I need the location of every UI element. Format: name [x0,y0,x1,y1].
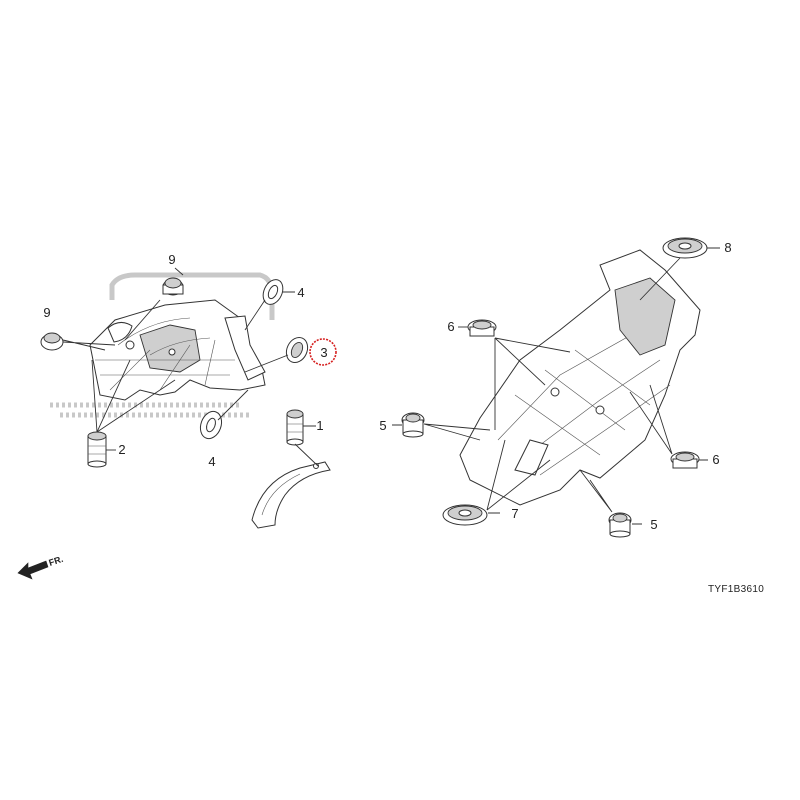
under-cover-hole [595,405,605,415]
callout-7[interactable]: 7 [511,506,518,521]
leader-9b [62,339,116,351]
part-6-grommet-lower [670,451,700,469]
under-cover-raised-section [614,277,676,356]
callout-6-lower[interactable]: 6 [712,452,719,467]
front-fender [251,461,331,529]
part-1-plug [286,409,304,446]
front-body-frame-assembly [40,267,331,529]
front-label: FR. [48,554,65,568]
leader-5b [579,469,642,525]
leader-1 [294,425,319,467]
part-8-cap [662,237,708,259]
frame-hole [125,340,135,350]
under-cover-panel [459,249,701,506]
part-9-grommet-upper [162,277,184,296]
leader-9a-to-frame [124,299,161,341]
callout-9-left[interactable]: 9 [43,305,50,320]
part-6-grommet-upper [467,319,497,337]
part-3-grommet [285,336,309,364]
under-cover-assembly [392,237,720,538]
under-cover-tab [514,439,549,476]
leader-6a [494,337,571,430]
frame-inner-panel [139,324,201,373]
leader-5a [392,423,491,441]
part-5-clip-left [401,412,425,438]
callout-3[interactable]: 3 [320,345,327,360]
callout-labels: 9 9 4 3 1 2 4 8 6 5 6 7 5 [43,240,731,532]
part-4-grommet-lower [199,410,223,440]
part-4-grommet-upper [262,279,284,305]
frame-hole [168,348,176,356]
part-7-cap [442,504,488,526]
leader-4b [217,389,249,421]
frame-left-tower [107,322,133,343]
part-2-plug [87,431,107,468]
front-direction-arrow-icon [17,560,49,580]
leader-9a [174,267,184,276]
part-5-clip-right [608,512,632,538]
callout-5-left[interactable]: 5 [379,418,386,433]
leader-3 [244,354,289,373]
callout-9-upper[interactable]: 9 [168,252,175,267]
frame-right-pillar [224,315,266,381]
leader-4a [244,291,295,331]
ghost-outline-lower [50,402,250,418]
frame-ribs [95,339,235,391]
callout-2[interactable]: 2 [118,442,125,457]
under-cover-hole [550,387,560,397]
fender-edge [261,473,301,516]
callout-8[interactable]: 8 [724,240,731,255]
under-cover-cross-ribs [514,349,651,456]
callout-5-right[interactable]: 5 [650,517,657,532]
callout-4-lower[interactable]: 4 [208,454,215,469]
leader-6b [629,384,708,461]
leader-7 [486,439,551,514]
highlight-circle-part-3 [309,338,337,366]
callout-6-upper[interactable]: 6 [447,319,454,334]
leader-8 [639,247,720,301]
callout-4-upper[interactable]: 4 [297,285,304,300]
frame-contours [117,317,211,356]
leader-2 [91,359,176,433]
front-direction-indicator: FR. [17,554,65,580]
diagram-code: TYF1B3610 [708,584,764,595]
part-9-grommet-left [40,332,64,351]
callout-1[interactable]: 1 [316,418,323,433]
